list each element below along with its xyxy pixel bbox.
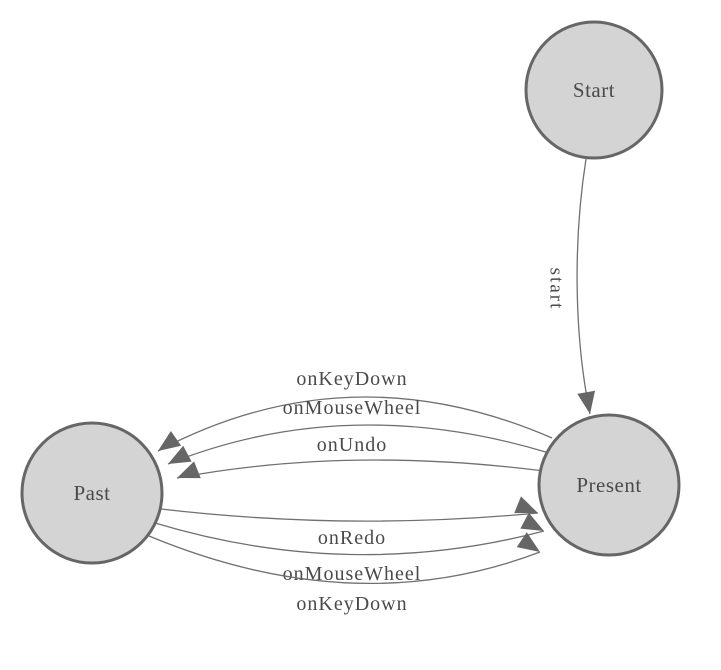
edge-label-onundo: onUndo <box>317 434 387 456</box>
edge-past-to-present-onkeydown <box>148 535 541 584</box>
arrowhead-onundo-to-past <box>177 461 201 479</box>
state-label-start: Start <box>573 78 615 102</box>
state-node-present: Present <box>537 413 681 557</box>
state-node-past: Past <box>20 421 164 565</box>
state-label-past: Past <box>73 481 110 505</box>
state-label-present: Present <box>576 473 641 497</box>
arrowhead-onredo-to-present <box>514 496 538 514</box>
edge-group: start onKeyDown onMouseWheel onUndo onRe… <box>148 158 596 615</box>
edge-present-to-past-onundo <box>176 459 545 479</box>
edge-label-onkeydown-bottom: onKeyDown <box>296 593 407 615</box>
state-circle-past <box>20 421 164 565</box>
edge-past-to-present-onredo <box>160 508 539 522</box>
arrowhead-start-to-present <box>577 390 596 414</box>
edge-present-to-past-onmousewheel <box>167 424 550 465</box>
arrowhead-onmousewheel-to-past <box>168 445 192 464</box>
edge-present-to-past-onkeydown <box>157 396 553 452</box>
arrowhead-onkeydown-to-present <box>516 532 540 552</box>
arrowhead-onkeydown-to-past <box>158 431 182 451</box>
edge-label-onkeydown-top: onKeyDown <box>296 368 407 390</box>
edge-label-onmousewheel-top: onMouseWheel <box>283 397 422 419</box>
edge-label-start: start <box>546 268 567 311</box>
edge-past-to-present-onmousewheel <box>154 522 545 556</box>
arrowhead-onmousewheel-to-present <box>520 512 544 531</box>
state-circle-start <box>524 20 664 160</box>
state-circle-present <box>537 413 681 557</box>
node-group: Start Present Past <box>20 20 681 565</box>
state-node-start: Start <box>524 20 664 160</box>
edge-label-onredo: onRedo <box>318 527 386 549</box>
edge-start-to-present <box>576 158 591 415</box>
edge-label-onmousewheel-bottom: onMouseWheel <box>283 563 422 585</box>
